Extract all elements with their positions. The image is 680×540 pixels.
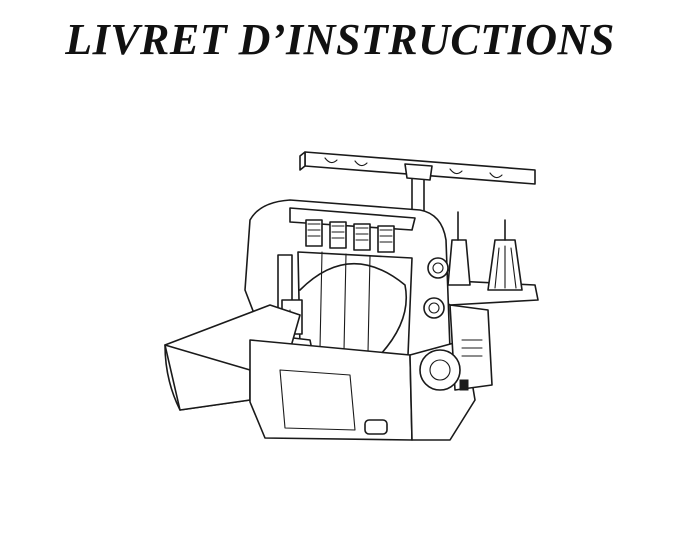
spool-holder-icon	[434, 211, 539, 306]
handwheel-icon	[419, 304, 493, 391]
serger-machine-icon	[150, 140, 550, 450]
tension-dial-icon	[305, 219, 395, 253]
page-title: LIVRET D’INSTRUCTIONS	[65, 15, 615, 64]
